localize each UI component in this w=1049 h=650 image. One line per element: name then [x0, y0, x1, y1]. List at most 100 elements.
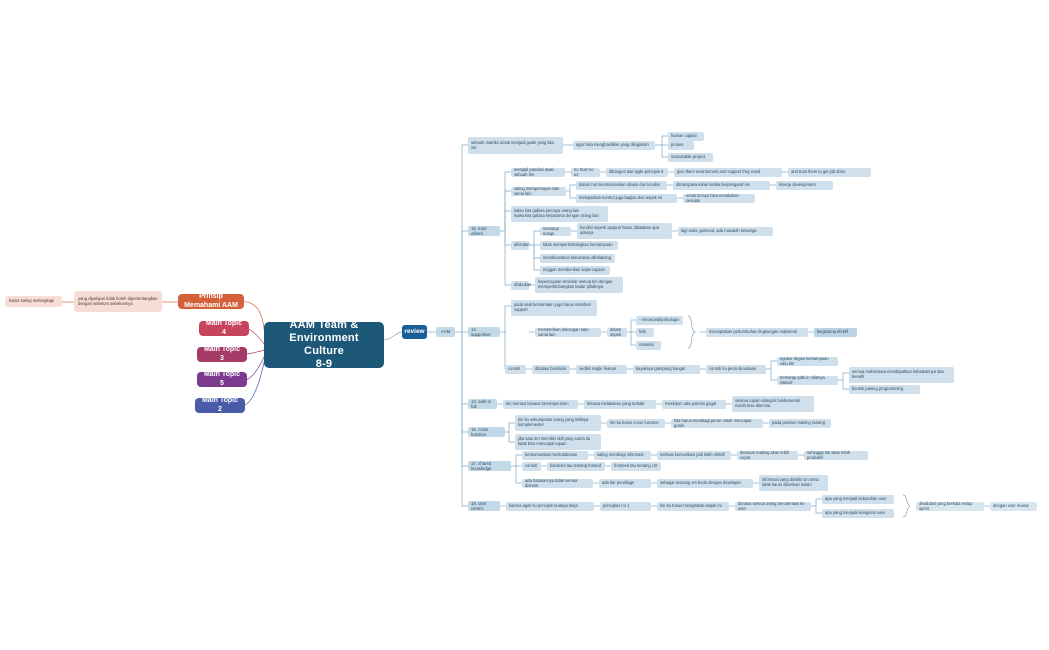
matrix-leaf-proses[interactable]: proses [668, 141, 694, 150]
trust-menutup-nutupi[interactable]: menutup nutupi [540, 226, 571, 236]
user-divalidasi-sprint[interactable]: divalidasi yang berkala setiap sprint [916, 501, 984, 511]
branch-user-centric[interactable]: 18. user centric [468, 501, 500, 511]
main-topic-prinsip[interactable]: Prinsip Memahami AAM [178, 293, 244, 309]
supportive-gampang-banget[interactable]: kayaknya gampang banget [633, 365, 700, 374]
supportive-sedikit-single-feature[interactable]: sedikit single feature [576, 365, 627, 374]
trust-tidak-mempertimbangkan[interactable]: tidak mempertimbangkan kemampuan [540, 241, 618, 250]
prinsip-grandchild-node[interactable]: harus saling melengkapi [5, 296, 62, 307]
matrix-leaf-human-capital[interactable]: human capital [668, 132, 704, 141]
trust-melepaskan-kontrol[interactable]: melepaskan kontrol juga bagian dari aspe… [576, 194, 677, 203]
supportive-contoh[interactable]: contoh [505, 365, 526, 374]
shared-ada-batasannya[interactable]: ada batasannya tidak semua dishare [522, 478, 593, 488]
user-semua-berorientasi-ke-user[interactable]: dimana semua orang berorientasi ke user [735, 501, 811, 511]
shared-sm-beda-developer[interactable]: sebagai seorang sm beda dengan developer [657, 479, 753, 488]
trust-saling-mempercayai[interactable]: saling mempercayai satu sama lain [511, 186, 566, 196]
node-label: bentuk pairing programming [852, 386, 903, 392]
trust-lagi-sakit[interactable]: lagi sakit, gamood, ada masalah keluarga [678, 227, 773, 236]
cross-passion-masing-masing[interactable]: pada passion masing masing [769, 419, 831, 428]
branch-label: 17. shared knowledge [471, 460, 492, 471]
shared-berkomunikasi-berkolaborasi[interactable]: berkomunikasi berkolaborasi [522, 451, 588, 460]
branch-safe-to-fail[interactable]: 13. safe to fail [468, 399, 497, 409]
trust-give-them-environment[interactable]: give them environment and support they n… [674, 168, 782, 177]
supportive-pairing-programming[interactable]: bentuk pairing programming [849, 385, 920, 394]
supportive-kerjasama-efektif[interactable]: kerjasama efektif [814, 328, 857, 337]
aam-node[interactable]: AAM [436, 327, 455, 337]
supportive-dibatasi-backlook[interactable]: dibatasi backlook [532, 365, 570, 374]
supportive-ngukur-kemampuan[interactable]: ngukur degan kemampuan satu tim [777, 356, 838, 366]
supportive-aspect-fisik[interactable]: fisik [636, 328, 654, 337]
user-tim-mengistirati-aspek[interactable]: tim itu harus mengistirati aspek ini [657, 502, 729, 511]
trust-untuk-timnya[interactable]: untuk timnya bisa melakukan sesuatu [683, 193, 755, 203]
supportive-semua-mahasiswa-benefit[interactable]: semua mahasiswa mendapatkan kebaikannya … [849, 367, 954, 383]
main-topic-4[interactable]: Main Topic 4 [199, 320, 249, 336]
trust-kinerja-development[interactable]: kinerja development [776, 181, 833, 190]
supportive-dalam-aspek[interactable]: dalam aspek [607, 327, 627, 337]
shared-fair-previliage[interactable]: ada fair previliage [599, 479, 651, 488]
trust-ditransparansikan[interactable]: ditransparansikan ketika berpengaruh ke [673, 181, 770, 190]
cross-skill-sama-tidak-bisa[interactable]: jika satu tim memiliki skill yang sama i… [515, 434, 601, 450]
supportive-berharap-inklusif[interactable]: berharap pdbi in sifatnya inklusif [777, 375, 838, 385]
node-label: apa yang menjadi keinginan user [825, 510, 886, 516]
shared-komunikasi-efektif[interactable]: mebuat komunikasi jadi lebih efektif [657, 451, 731, 460]
review-node[interactable]: review [402, 325, 427, 339]
shared-backend-tau-frontend[interactable]: backend tau tentang fronted [547, 462, 605, 471]
trust-kepercayaan-tersebar[interactable]: kepercayaan tersebar semua tim dengan me… [535, 277, 623, 293]
node-label: kita harus membagi peran untuk mencapai … [674, 417, 752, 428]
trust-pondasi-node[interactable]: menjadi pondasi awal sebuah tim [511, 167, 565, 177]
node-label: sebagai seorang sm beda dengan developer [660, 480, 742, 486]
safe-leluasa-terbaik[interactable]: leluasa melakukan yang terbaik [584, 400, 656, 409]
shared-informasi-sm[interactable]: informasi yang dimiliki sm tentu tidak h… [759, 475, 828, 491]
node-label: - emosional/psikologis [639, 317, 680, 323]
shared-tim-lebih-produktif[interactable]: sehingga tim akan lebih produktif [804, 450, 868, 460]
node-label: principles no 1 [603, 503, 630, 509]
node-label: desicion making akan lebih cepat [740, 449, 790, 460]
branch-cross-function[interactable]: 16. cross function [468, 427, 505, 437]
user-agile-principle-budaya[interactable]: karena agile itu principle budaya kerja [506, 502, 594, 511]
trust-enggan-kepercayaan[interactable]: enggan memberikan kepercayaan [540, 266, 610, 275]
matrix-node[interactable]: sebuah matriks untuk menjadi goals yang … [468, 137, 563, 154]
safe-tim-leluasa-bereksperimen[interactable]: tim merasa leluasa bereksperimen [503, 400, 578, 409]
supportive-memberikan-dukungan[interactable]: memberikan dukungan satu sama lain [535, 327, 601, 337]
branch-supportive[interactable]: 14. supportive [468, 327, 500, 337]
main-topic-3-label: Main Topic 3 [203, 346, 241, 362]
prinsip-child-node[interactable]: yang dipelajari tidak boleh dipertentang… [74, 291, 162, 312]
cross-skill-komplementer[interactable]: tim itu sekumpulan orang yang skillnya k… [515, 415, 601, 431]
node-label: ditransparansikan ketika berpengaruh ke [676, 182, 750, 188]
trust-kondisi-apa-adanya[interactable]: kondisi seperti apapun harus dikatakan a… [577, 223, 672, 239]
shared-contoh[interactable]: contoh [522, 462, 541, 471]
main-topic-5[interactable]: Main Topic 5 [197, 371, 247, 387]
matrix-child-node[interactable]: agar bisa menghasilkan yang diinginkan [573, 141, 655, 150]
user-principles-no-1[interactable]: principles no 1 [600, 502, 651, 511]
matrix-leaf-sustainable-project[interactable]: sustainable project [668, 153, 713, 162]
shared-frontend-tau-ux[interactable]: fronteed tau tentang UX [611, 462, 661, 471]
supportive-pertumbuhan-lingkungan[interactable]: menciptakan pertumbuhan lingkungan maksi… [706, 328, 808, 337]
safe-potensi-gagal[interactable]: meskipun ada potensi gagal [662, 400, 726, 409]
branch-trust-others[interactable]: 15. trust others [468, 226, 500, 236]
trust-no-trust-no-us[interactable]: no trust no us [571, 167, 600, 177]
cross-membagi-peran[interactable]: kita harus membagi peran untuk mencapai … [671, 417, 763, 428]
branch-shared-knowledge[interactable]: 17. shared knowledge [468, 461, 511, 471]
prinsip-child-label: yang dipelajari tidak boleh dipertentang… [78, 295, 158, 306]
user-keinginan-user[interactable]: apa yang menjadi keinginan user [822, 509, 894, 518]
node-label: leluasa melakukan yang terbaik [587, 401, 645, 407]
safe-tujuan-fundamental[interactable]: selama tujuan kategori fundamental masih… [732, 396, 814, 412]
main-topic-2[interactable]: Main Topic 2 [195, 397, 245, 413]
trust-dihindari-node[interactable]: dihindari [511, 241, 529, 250]
user-review-node[interactable]: dengan user review [990, 502, 1037, 511]
shared-decision-making-cepat[interactable]: desicion making akan lebih cepat [737, 449, 798, 460]
supportive-aspect-material[interactable]: material [636, 341, 661, 350]
user-kebutuhan-user[interactable]: apa yang menjadi kebutuhan user [822, 495, 894, 504]
main-topic-3[interactable]: Main Topic 3 [197, 346, 247, 362]
shared-saling-membagi-informasi[interactable]: saling membagi informasi [594, 451, 651, 460]
trust-dilakukan-node[interactable]: dilakukan [511, 281, 531, 290]
trust-mentransisikan-situasi[interactable]: dalam hal mentransisikan situasi dan kon… [576, 181, 667, 190]
supportive-perlu-dievaluasi[interactable]: contoh itu perlu dievaluasi [706, 365, 766, 374]
trust-agile-principle-5[interactable]: dibangun dari agile principle 5 [606, 168, 668, 177]
trust-kalau-kita-gabisa[interactable]: kalau kita gabisa percaya orang lain mak… [511, 206, 608, 222]
supportive-aspect-emosional[interactable]: - emosional/psikologis [636, 316, 683, 325]
supportive-top-note[interactable]: pada saat bersamaan juga harus memberi s… [511, 300, 597, 316]
cross-harus-cross-function[interactable]: tim itu harus cross function [607, 419, 665, 428]
matrix-leaf-label: human capital [671, 133, 697, 139]
trust-membicarakan-keburukan[interactable]: membicarakan keburukan dibelakang [540, 254, 615, 263]
trust-get-job-done[interactable]: and trust them to get job done [788, 168, 871, 177]
